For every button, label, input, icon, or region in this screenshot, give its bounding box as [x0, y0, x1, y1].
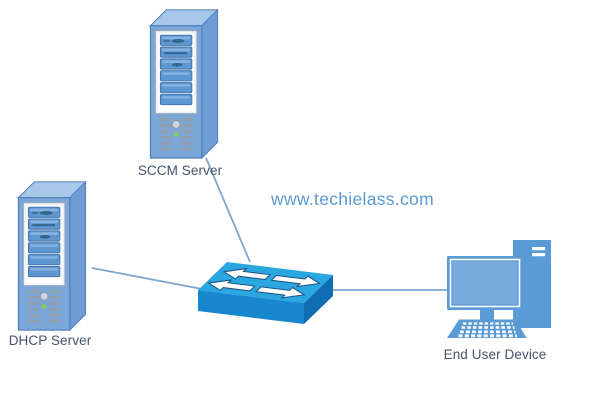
keyboard-icon	[447, 319, 527, 338]
dhcp-server-icon	[14, 176, 94, 334]
sccm-server-label: SCCM Server	[137, 163, 223, 178]
connector-sccm-switch	[205, 157, 251, 263]
watermark-text: www.techielass.com	[271, 189, 434, 209]
monitor-icon	[447, 256, 523, 320]
switch-arrows-icon	[203, 266, 324, 300]
network-switch-icon	[192, 249, 336, 327]
sccm-server-icon	[148, 4, 224, 162]
end-user-device-label: End User Device	[443, 347, 547, 362]
end-user-device-icon	[447, 240, 551, 338]
dhcp-server-label: DHCP Server	[8, 333, 92, 348]
connector-dhcp-switch	[91, 267, 203, 290]
